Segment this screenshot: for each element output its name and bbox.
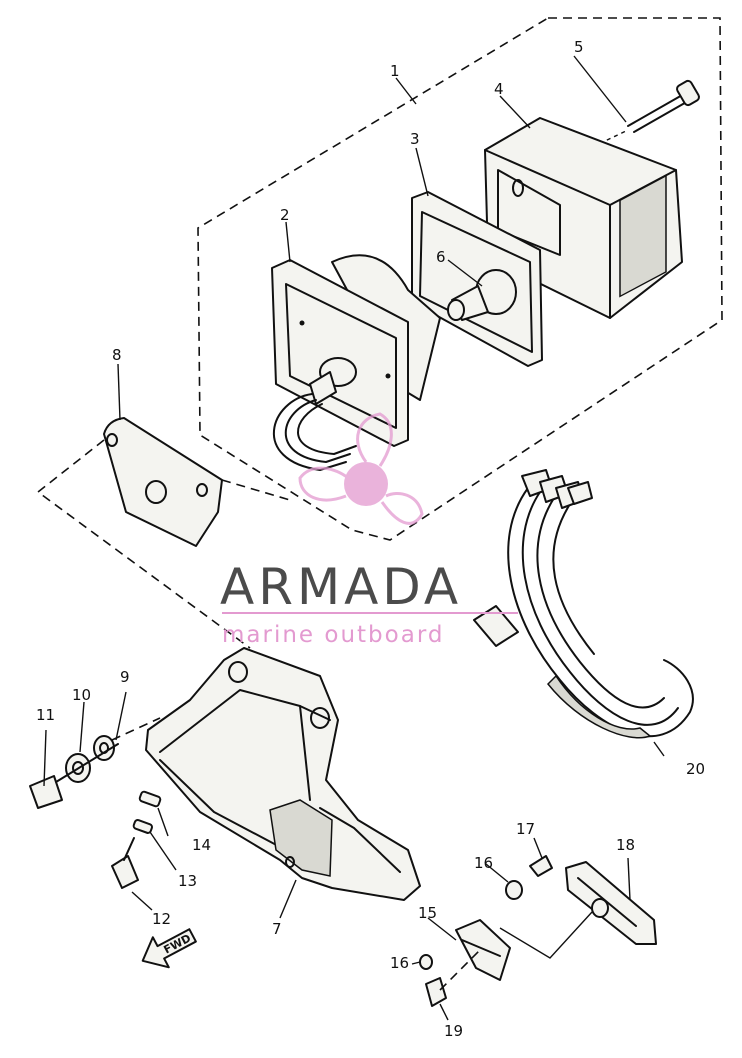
parts-12-13-14-fasteners [111,790,162,889]
parts-15-19-reflector-hardware [419,855,657,1007]
part-20-wiring-harness [473,469,694,739]
callout-numbers: 1 2 3 4 5 6 7 8 9 10 11 12 13 14 15 16 1… [36,38,705,1040]
part-6-bulb [447,269,517,321]
callout-12: 12 [152,910,171,928]
watermark-brand: ARMADA [220,558,462,616]
callout-8: 8 [112,346,122,364]
part-2-lamp-base [271,254,441,471]
alignment-line-left [36,439,251,649]
callout-3: 3 [410,130,420,148]
callout-5: 5 [574,38,584,56]
callout-14: 14 [192,836,211,854]
callout-16a: 16 [474,854,493,872]
assembly-boundary [197,17,723,541]
callout-2: 2 [280,206,290,224]
alignment-line-right [221,479,291,501]
part-8-mount-plate [103,417,223,547]
callout-15: 15 [418,904,437,922]
propeller-logo [298,412,424,525]
callout-18: 18 [616,836,635,854]
watermark: ARMADA marine outboard [220,412,518,648]
callout-20: 20 [686,760,705,778]
callout-leaders [43,55,665,1021]
callout-7: 7 [272,920,282,938]
callout-6: 6 [436,248,446,266]
callout-19: 19 [444,1022,463,1040]
callout-9: 9 [120,668,130,686]
callout-11: 11 [36,706,55,724]
callout-10: 10 [72,686,91,704]
fwd-direction-arrow: FWD [141,928,197,969]
callout-13: 13 [178,872,197,890]
part-7-bracket [145,647,421,901]
watermark-tagline: marine outboard [222,622,444,648]
callout-4: 4 [494,80,504,98]
callout-1: 1 [390,62,400,80]
callout-17: 17 [516,820,535,838]
callout-16b: 16 [390,954,409,972]
parts-9-10-11-fasteners [29,717,161,809]
